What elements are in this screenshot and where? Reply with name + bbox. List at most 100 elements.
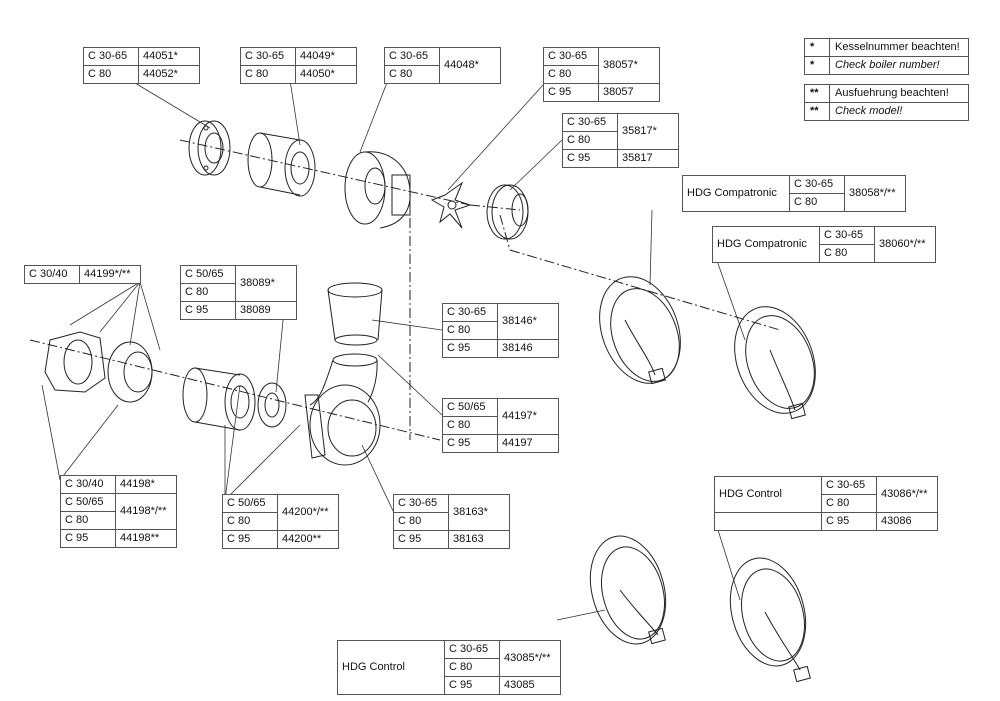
model-cell: C 30/40	[24, 265, 80, 284]
model-cell: C 50/65	[180, 265, 236, 284]
control-label-spacer	[714, 512, 822, 531]
legend-star-de: Kesselnummer beachten!	[829, 38, 969, 57]
cable-control-2	[729, 557, 811, 683]
part-number-cell: 35817	[617, 149, 679, 168]
model-cell: C 50/65	[60, 493, 116, 512]
model-cell: C 80	[60, 511, 116, 530]
lower-fan-housing-part	[304, 384, 381, 466]
part-number-cell: 38146*	[497, 303, 559, 340]
legend-star-mark-2: *	[804, 56, 830, 75]
legend-star: * Kesselnummer beachten! * Check boiler …	[804, 38, 969, 75]
part-number-cell: 38060*/**	[874, 226, 936, 263]
part-number-cell: 38146	[497, 339, 559, 358]
part-number-cell: 38089	[235, 301, 297, 320]
model-cell: C 30-65	[543, 47, 599, 66]
model-cell: C 80	[393, 512, 449, 531]
legend-double-star-de: Ausfuehrung beachten!	[829, 84, 969, 103]
part-number-cell: 38089*	[235, 265, 297, 302]
upper-axis-line	[179, 139, 471, 206]
lower-axis-line	[29, 339, 441, 441]
intake-grill-part	[486, 184, 529, 240]
cable-compatronic-2	[734, 306, 816, 420]
model-cell: C 80	[442, 321, 498, 340]
model-cell: C 30-65	[789, 175, 845, 194]
part-number-cell: 44197*	[497, 398, 559, 435]
model-cell: C 95	[60, 529, 116, 548]
model-cell: C 80	[819, 244, 875, 263]
part-number-cell: 44198*/**	[115, 493, 177, 530]
lower-sleeve-part	[182, 367, 256, 431]
cable-control-1	[589, 535, 667, 645]
model-cell: C 30-65	[444, 640, 500, 659]
part-number-cell: 38163	[448, 530, 510, 549]
model-cell: C 80	[543, 65, 599, 84]
part-number-cell: 44050*	[295, 65, 357, 84]
model-cell: C 50/65	[442, 398, 498, 417]
flange-ring-part	[188, 120, 231, 176]
model-cell: C 95	[562, 149, 618, 168]
part-number-cell: 44051*	[138, 47, 200, 66]
part-number-cell: 44048*	[439, 47, 501, 84]
model-cell: C 95	[180, 301, 236, 320]
model-cell: C 30-65	[393, 494, 449, 513]
model-cell: C 80	[384, 65, 440, 84]
part-number-cell: 44200**	[277, 530, 339, 549]
model-cell: C 30-65	[821, 476, 877, 495]
part-number-cell: 44052*	[138, 65, 200, 84]
control-label-cell: HDG Control	[714, 476, 822, 513]
control-label-cell: HDG Control	[337, 640, 445, 695]
elbow-part	[309, 353, 378, 406]
gasket-part	[257, 382, 287, 428]
part-number-cell: 43086*/**	[876, 476, 938, 513]
part-number-cell: 44199*/**	[79, 265, 141, 284]
part-number-cell: 38163*	[448, 494, 510, 531]
model-cell: C 95	[442, 339, 498, 358]
model-cell: C 80	[789, 193, 845, 212]
part-number-cell: 35817*	[617, 113, 679, 150]
legend-double-star: ** Ausfuehrung beachten! ** Check model!	[804, 84, 969, 121]
part-number-cell: 44049*	[295, 47, 357, 66]
model-cell: C 30-65	[83, 47, 139, 66]
sleeve-part	[247, 132, 316, 197]
part-number-cell: 44200*/**	[277, 494, 339, 531]
legend-double-star-mark: **	[804, 84, 830, 103]
model-cell: C 95	[444, 676, 500, 695]
legend-star-en: Check boiler number!	[829, 56, 969, 75]
model-cell: C 80	[444, 658, 500, 677]
model-cell: C 30-65	[240, 47, 296, 66]
impeller-part	[430, 181, 472, 229]
part-number-cell: 43085	[499, 676, 561, 695]
model-cell: C 80	[222, 512, 278, 531]
model-cell: C 30-65	[819, 226, 875, 245]
model-cell: C 30/40	[60, 475, 116, 494]
model-cell: C 95	[393, 530, 449, 549]
model-cell: C 80	[821, 494, 877, 513]
model-cell: C 50/65	[222, 494, 278, 513]
model-cell: C 95	[442, 434, 498, 453]
model-cell: C 30-65	[442, 303, 498, 322]
part-number-cell: 38057	[598, 83, 660, 102]
part-number-cell: 44197	[497, 434, 559, 453]
leader-lines	[41, 79, 746, 621]
part-number-cell: 38058*/**	[844, 175, 906, 212]
model-cell: C 80	[83, 65, 139, 84]
legend-star-mark: *	[804, 38, 830, 57]
fan-housing-part	[344, 151, 411, 229]
model-cell: C 95	[222, 530, 278, 549]
part-number-cell: 43085*/**	[499, 640, 561, 677]
